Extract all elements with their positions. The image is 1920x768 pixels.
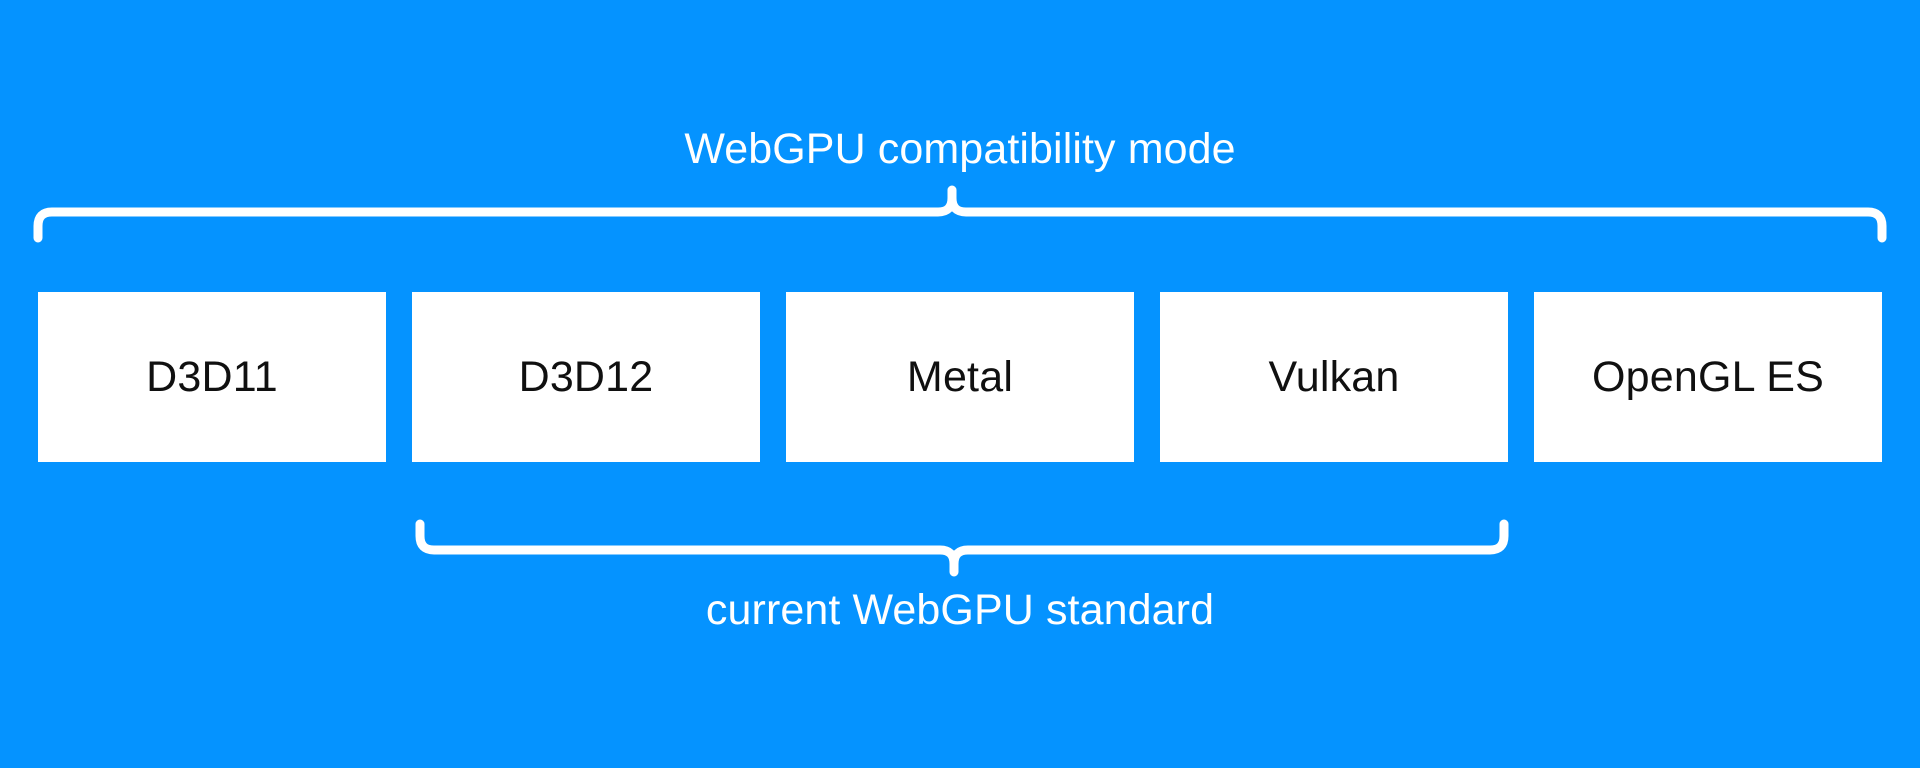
api-boxes-row: D3D11 D3D12 Metal Vulkan OpenGL ES — [38, 292, 1882, 462]
bottom-curly-brace — [415, 519, 1509, 577]
bottom-brace-label: current WebGPU standard — [705, 586, 1215, 634]
api-box-label: Vulkan — [1268, 352, 1400, 401]
top-brace-label: WebGPU compatibility mode — [684, 125, 1236, 173]
api-box-label: D3D11 — [146, 352, 278, 401]
api-box-label: D3D12 — [518, 352, 654, 401]
api-box-vulkan[interactable]: Vulkan — [1160, 292, 1508, 462]
top-curly-brace — [33, 185, 1887, 243]
api-box-label: Metal — [906, 352, 1014, 401]
api-box-d3d11[interactable]: D3D11 — [38, 292, 386, 462]
api-box-label: OpenGL ES — [1591, 352, 1825, 401]
api-box-opengl-es[interactable]: OpenGL ES — [1534, 292, 1882, 462]
api-box-d3d12[interactable]: D3D12 — [412, 292, 760, 462]
api-box-metal[interactable]: Metal — [786, 292, 1134, 462]
